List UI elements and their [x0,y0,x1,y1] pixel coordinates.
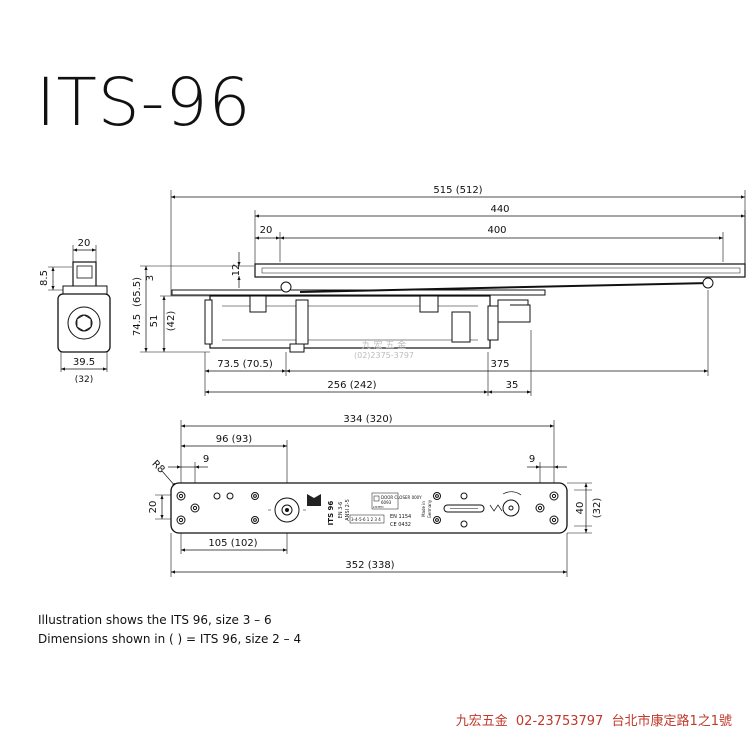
footer-store-name: 九宏五金 [455,714,508,729]
dim-20-offset: 20 [260,225,273,236]
dim-65-5: (65.5) [132,277,143,307]
plate-dim-left-9: 9 [203,454,209,465]
dim-42: (42) [166,311,177,332]
plate-marking-ul-2: 6093 [381,500,392,505]
plate-dim-334: 334 (320) [343,414,392,425]
dim-515: 515 (512) [433,185,482,196]
plate-dim-32: (32) [592,498,603,519]
mounting-plate [155,420,592,577]
side-dim-20: 20 [78,238,91,249]
plate-marking-en: EN 3-6 [338,502,344,519]
dim-375: 375 [490,359,509,370]
dim-73-5: 73.5 (70.5) [217,359,273,370]
plate-dim-352: 352 (338) [345,560,394,571]
side-view [48,245,111,372]
dim-35: 35 [506,380,519,391]
plate-marking-ansi: ANSI 2-5 [345,499,351,521]
plate-marking-germany: Germany [427,499,432,518]
plate-dim-96: 96 (93) [216,434,253,445]
watermark-cn: 九 宏 五 金 [362,339,407,351]
plate-dim-40: 40 [575,502,586,515]
dim-3: 3 [145,275,156,281]
note-line-1: Illustration shows the ITS 96, size 3 – … [38,613,272,627]
plate-dim-right-9: 9 [529,454,535,465]
footer-phone: 02-23753797 [515,714,604,729]
dim-51: 51 [149,315,160,328]
watermark-phone: (02)2375-3797 [354,351,414,360]
dim-256: 256 (242) [327,380,376,391]
footer-contact: 九宏五金 02-23753797 台北市康定路1之1號 [452,710,732,729]
plate-marking-model: ITS 96 [327,501,335,526]
dim-74-5: 74.5 [132,314,143,336]
plate-marking-made-in: Made in [421,501,426,517]
top-view [140,190,746,396]
plate-dim-105: 105 (102) [208,538,257,549]
footer-address: 台北市康定路1之1號 [611,714,732,729]
dim-400: 400 [487,225,506,236]
side-dim-8-5: 8.5 [39,270,50,286]
plate-marking-en1154: EN 1154 [390,514,411,520]
plate-marking-ul-3: LISTED [373,505,384,509]
plate-marking-ce: CE 0432 [390,522,411,528]
page-title: ITS-96 [36,64,252,141]
dim-440: 440 [490,204,509,215]
plate-marking-numbers: 3-4-5-6 1 2 3 4 [351,517,381,522]
side-dim-39-5: 39.5 [73,357,95,368]
plate-dim-20: 20 [148,501,159,514]
note-line-2: Dimensions shown in ( ) = ITS 96, size 2… [38,632,302,646]
plate-marking-ul-1: DOOR CLOSER 000Y [381,495,422,500]
side-dim-32: (32) [75,375,93,385]
dim-12: 12 [231,264,242,277]
